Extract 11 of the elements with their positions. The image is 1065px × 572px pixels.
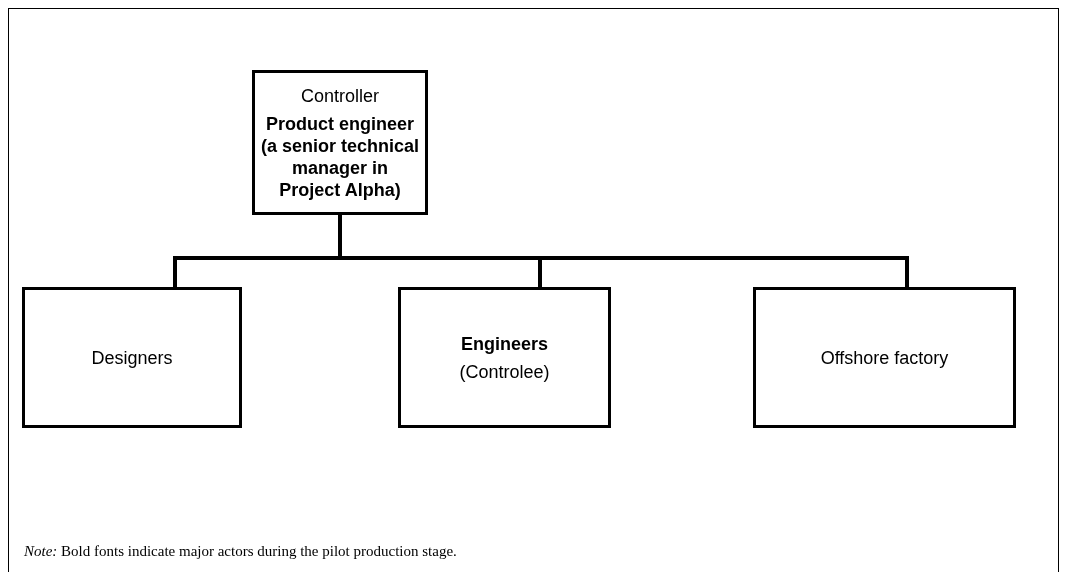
box-title: Engineers [461,332,548,355]
box-title: Controller [301,84,379,107]
org-box [753,287,1016,428]
box-subtitle: Product engineer (a senior technical manager in Project Alpha) [259,112,421,201]
org-box [22,287,242,428]
box-subtitle: (Controlee) [459,360,550,383]
box-title: Offshore factory [820,346,949,369]
org-box [252,70,428,215]
box-title: Designers [91,346,173,369]
note-text: Note: Bold fonts indicate major actors during the pilot production stage. [24,542,457,561]
org-box [398,287,611,428]
